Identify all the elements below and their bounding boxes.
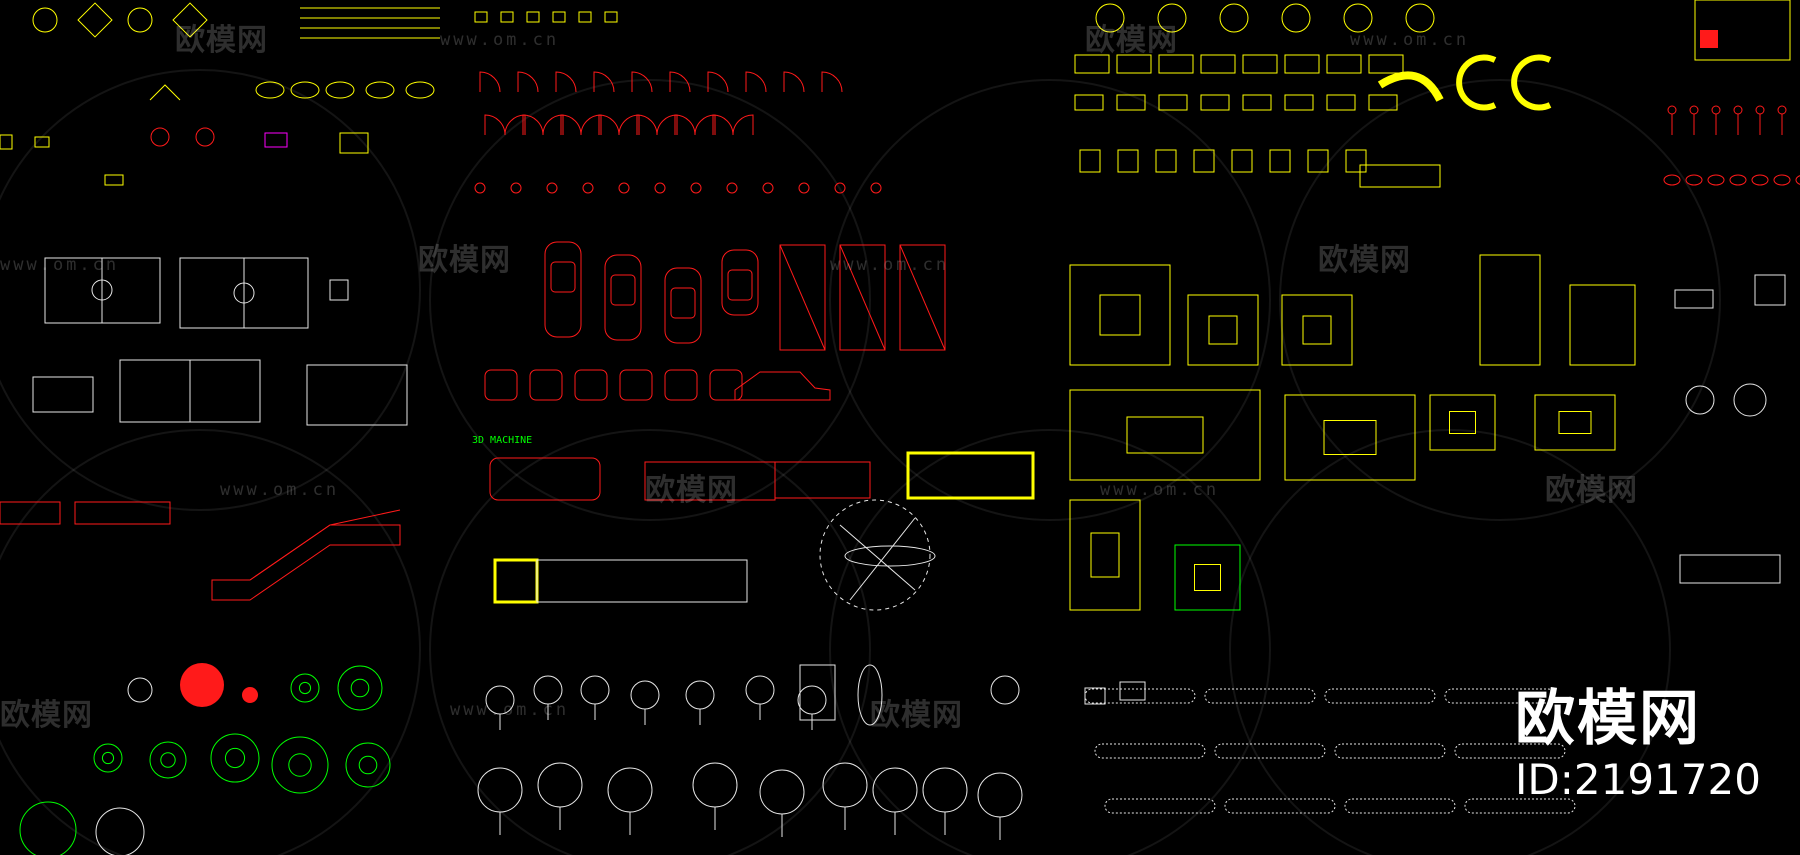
playground — [1674, 274, 1786, 584]
watermark-logo: 欧模网 — [0, 698, 93, 733]
watermark-logo: 欧模网 — [1318, 243, 1411, 278]
cars — [484, 241, 946, 401]
trees-elevation — [477, 664, 1023, 840]
brand-title: 欧模网 — [1515, 684, 1701, 754]
watermark-url: www.om.cn — [220, 480, 340, 500]
watermark-url: www.om.cn — [1350, 30, 1470, 50]
watermark-url: www.om.cn — [0, 255, 120, 275]
section-label-3d-machine: 3D MACHINE — [472, 435, 533, 446]
watermark-logo: 欧模网 — [418, 243, 511, 278]
watermark-url: www.om.cn — [440, 30, 560, 50]
furniture-blocks — [1069, 0, 1791, 611]
annotation-symbols — [0, 2, 440, 186]
watermark-logo: 欧模网 — [645, 473, 738, 508]
helicopter — [819, 499, 936, 611]
sports-courts — [32, 257, 408, 426]
watermark-logo: 欧模网 — [175, 23, 268, 58]
plants-plan — [19, 663, 391, 855]
watermark-logo: 欧模网 — [1545, 473, 1638, 508]
vehicles-3d — [489, 451, 1035, 604]
watermark-logo: 欧模网 — [1085, 23, 1178, 58]
watermark-url: www.om.cn — [1100, 480, 1220, 500]
brand-id: ID:2191720 — [1515, 755, 1761, 804]
watermark-logo: 欧模网 — [870, 698, 963, 733]
escalators — [0, 501, 401, 601]
watermark-url: www.om.cn — [830, 255, 950, 275]
people-figures — [1663, 105, 1800, 186]
doors-and-windows — [474, 11, 882, 194]
watermark-url: www.om.cn — [450, 700, 570, 720]
hedges-shrubs — [1084, 681, 1576, 814]
